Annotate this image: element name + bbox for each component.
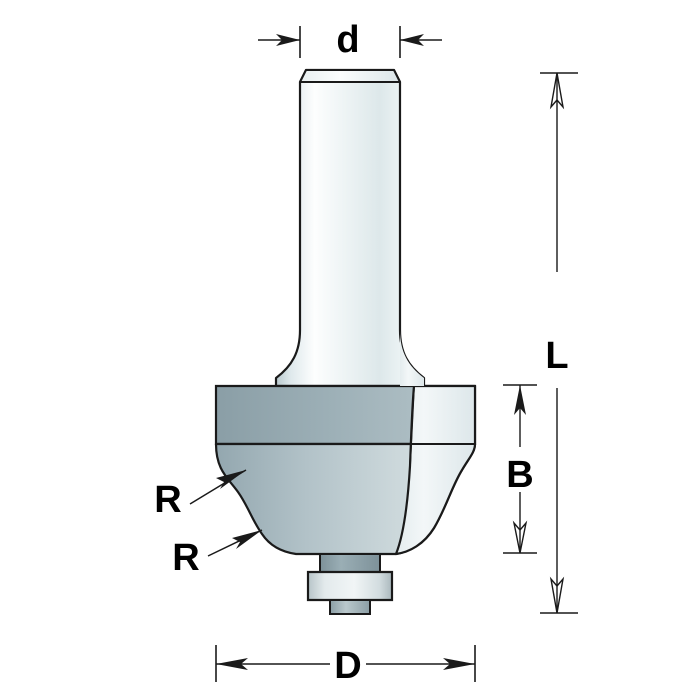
router-bit-illustration	[214, 68, 477, 615]
bearing-ring	[306, 570, 394, 602]
dim-d-arrow-left	[276, 34, 300, 46]
leader-R-lower-label: R	[172, 537, 199, 579]
bearing-stub	[329, 599, 371, 615]
leader-R-lower-arrow	[232, 530, 262, 549]
shank-top-chamfer	[299, 69, 401, 83]
shank-body	[274, 68, 426, 388]
leader-R-lower: R	[172, 529, 263, 579]
leader-R-upper-arrow	[216, 470, 246, 489]
dimension-B: B	[503, 384, 537, 554]
dimension-d: d	[258, 19, 442, 61]
dim-d-label: d	[336, 19, 359, 61]
dim-D-label: D	[334, 645, 361, 687]
dim-B-label: B	[506, 454, 533, 496]
dim-L-arrow-bottom	[549, 576, 565, 614]
dim-L-arrow-top	[549, 72, 565, 110]
dim-D-arrow-left	[216, 658, 248, 670]
leader-R-upper-label: R	[154, 479, 181, 521]
dim-L-label: L	[545, 335, 568, 377]
cutter-top-roundover-right	[400, 330, 424, 386]
dimension-L: L	[540, 72, 578, 614]
dim-d-arrow-right	[400, 34, 424, 46]
dimension-D: D	[215, 645, 476, 687]
dim-B-arrow-bottom	[512, 520, 528, 554]
dim-B-arrow-top	[514, 385, 526, 415]
leader-R-upper: R	[154, 469, 247, 521]
cutting-edge-diagonal	[409, 385, 415, 467]
dim-D-arrow-right	[443, 658, 475, 670]
bearing-neck	[319, 553, 381, 573]
